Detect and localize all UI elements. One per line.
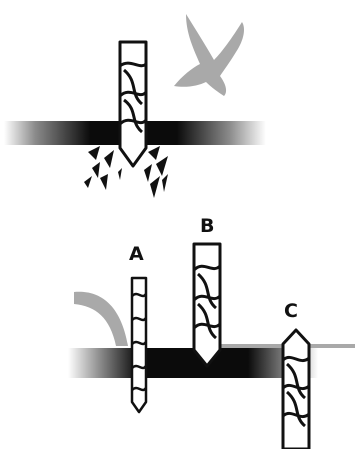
drill-bit-a	[132, 278, 146, 412]
drill-bit-c	[283, 330, 309, 449]
drill-bit-top	[120, 42, 146, 166]
label-b: B	[200, 217, 214, 236]
label-a: A	[129, 245, 144, 264]
label-c: C	[284, 302, 298, 321]
workpiece-bottom	[68, 348, 318, 378]
scrap-board-curve	[74, 292, 128, 346]
x-mark-icon	[174, 14, 244, 96]
drill-bit-b	[194, 244, 220, 366]
